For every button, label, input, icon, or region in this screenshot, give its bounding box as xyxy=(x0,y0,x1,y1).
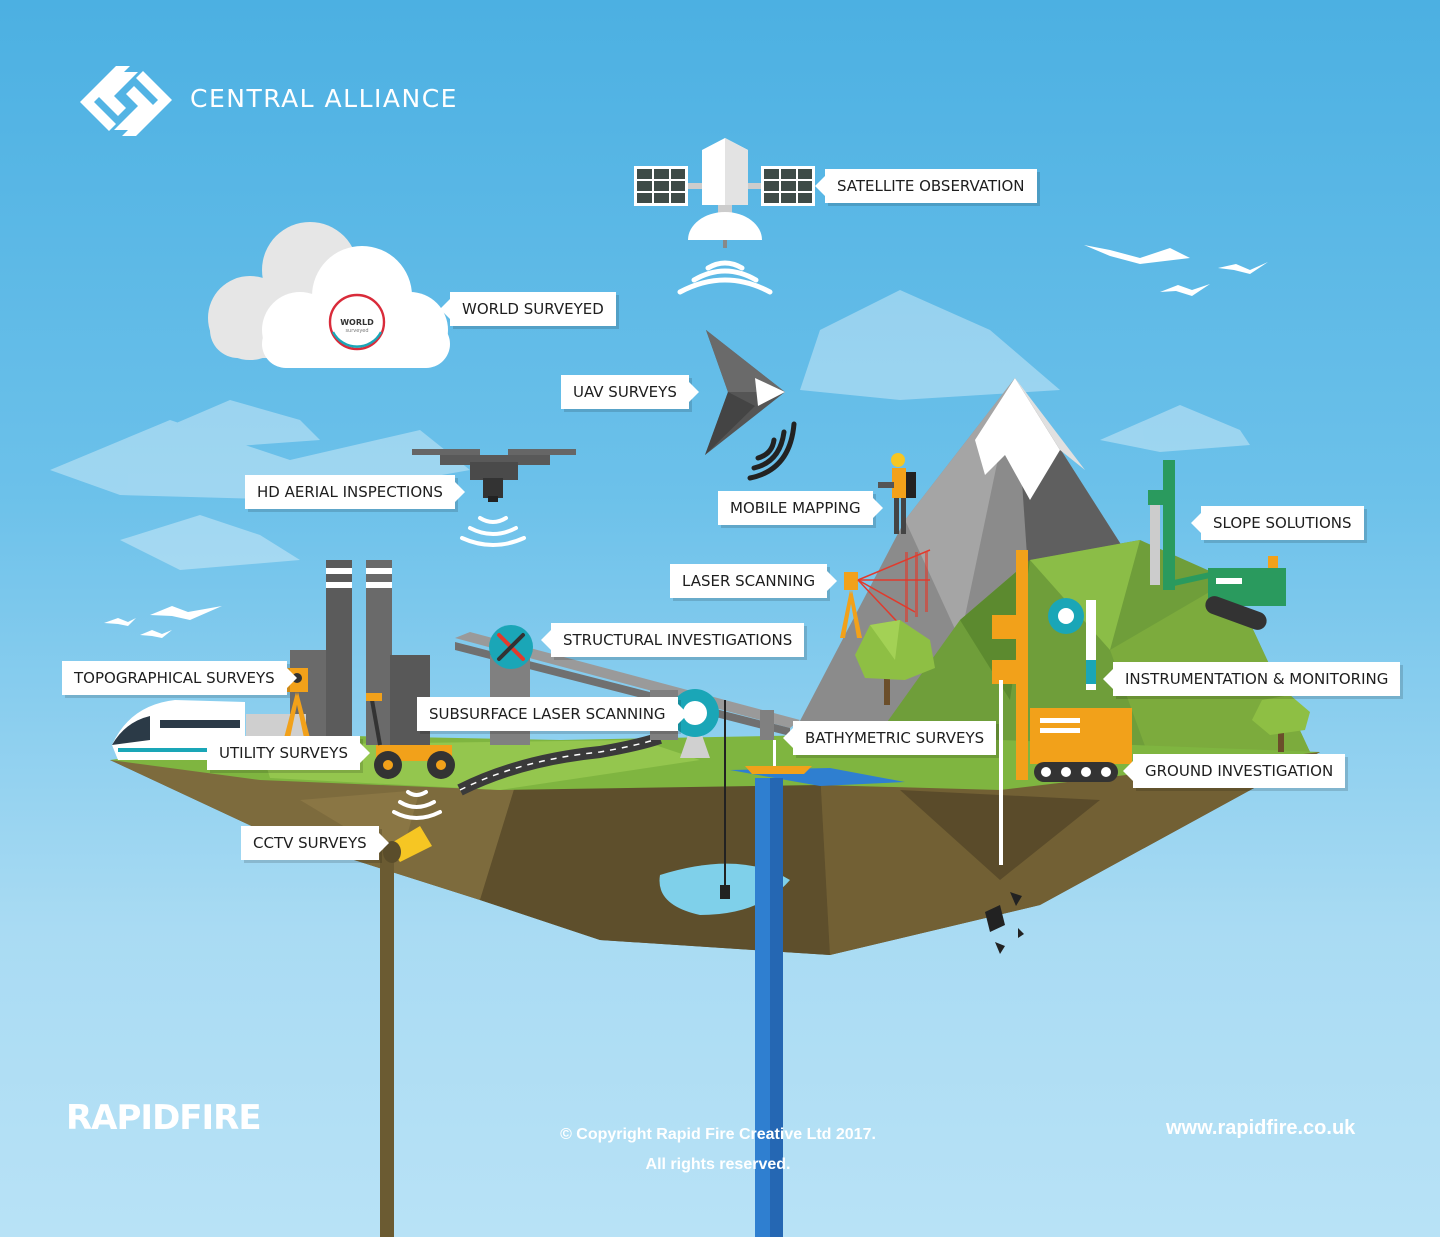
callout-instrumentation-monitoring: INSTRUMENTATION & MONITORING xyxy=(1102,662,1401,696)
copyright-line-2: All rights reserved. xyxy=(645,1156,791,1173)
quadcopter-drone-icon xyxy=(412,449,576,502)
falling-rocks xyxy=(985,892,1024,954)
footer-brand: RAPIDFIRE xyxy=(66,1098,262,1138)
satellite-signal-icon xyxy=(677,260,773,295)
website-link[interactable]: www.rapidfire.co.uk xyxy=(1166,1117,1356,1139)
callout-utility-surveys: UTILITY SURVEYS xyxy=(207,736,370,770)
survey-boat-icon xyxy=(745,740,812,774)
central-alliance-logo-icon xyxy=(80,66,172,136)
callout-laser-scanning: LASER SCANNING xyxy=(670,564,838,598)
callout-slope-solutions: SLOPE SOLUTIONS xyxy=(1191,506,1364,540)
world-badge-line1: WORLD xyxy=(340,318,374,327)
callout-cctv-surveys: CCTV SURVEYS xyxy=(241,826,389,860)
slope-rig-icon xyxy=(1148,460,1286,630)
ground-investigation-rig-icon xyxy=(992,550,1132,865)
river-waterfall xyxy=(730,768,905,1237)
satellite-icon xyxy=(634,138,815,248)
uav-drone-icon xyxy=(705,330,785,455)
instrumentation-monitor-icon xyxy=(1048,598,1096,690)
callout-structural-investigations: STRUCTURAL INVESTIGATIONS xyxy=(540,623,805,657)
callout-hd-aerial-inspections: HD AERIAL INSPECTIONS xyxy=(245,475,465,509)
callout-mobile-mapping: MOBILE MAPPING xyxy=(718,491,883,525)
brand-name: CENTRAL ALLIANCE xyxy=(190,84,458,113)
uav-signal-icon xyxy=(747,421,797,481)
mobile-mapping-surveyor-icon xyxy=(878,453,916,534)
birds xyxy=(104,245,1268,638)
cctv-signal-icon xyxy=(392,790,442,820)
copyright-notice: © Copyright Rapid Fire Creative Ltd 2017… xyxy=(548,1120,888,1180)
callout-ground-investigation: GROUND INVESTIGATION xyxy=(1122,754,1346,788)
structural-tools-icon xyxy=(489,625,533,669)
world-badge-line2: surveyed xyxy=(345,328,368,334)
cloud xyxy=(208,222,450,368)
callout-world-surveyed: WORLD SURVEYED xyxy=(440,292,616,326)
subsurface-scanner-icon xyxy=(671,689,730,899)
world-surveyed-badge: WORLD surveyed xyxy=(328,293,386,351)
callout-topographical-surveys: TOPOGRAPHICAL SURVEYS xyxy=(62,661,297,695)
utility-cart-icon xyxy=(366,693,455,779)
factory-chimneys xyxy=(246,560,430,745)
callout-subsurface-laser-scanning: SUBSURFACE LASER SCANNING xyxy=(417,697,688,731)
laser-scanner-icon xyxy=(840,549,931,638)
quadcopter-signal-icon xyxy=(460,516,526,547)
trees xyxy=(855,620,1310,752)
callout-bathymetric-surveys: BATHYMETRIC SURVEYS xyxy=(782,721,997,755)
callout-uav-surveys: UAV SURVEYS xyxy=(561,375,699,409)
copyright-line-1: © Copyright Rapid Fire Creative Ltd 2017… xyxy=(560,1126,876,1143)
drain-pipe xyxy=(380,826,432,1237)
callout-satellite-observation: SATELLITE OBSERVATION xyxy=(815,169,1037,203)
